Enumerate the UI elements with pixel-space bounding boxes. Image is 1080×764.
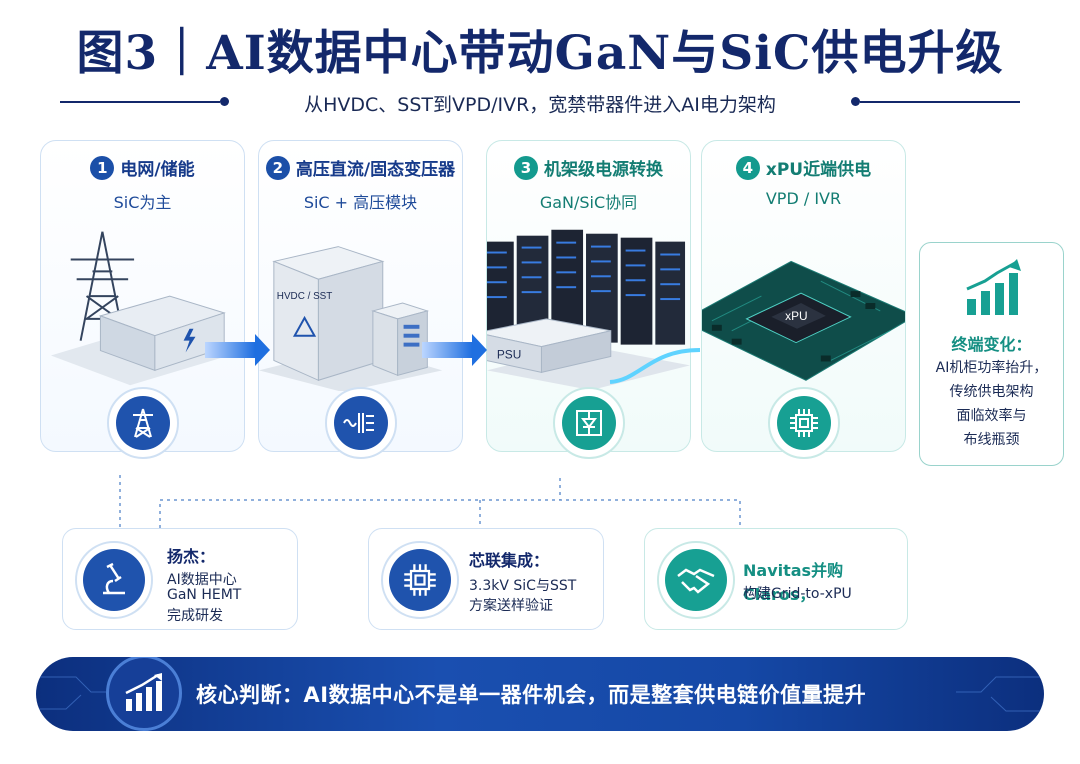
grid-storage-illustration: [50, 231, 230, 386]
note-line: 构建Grid-to-xPU: [743, 586, 852, 602]
stage-subtitle: GaN/SiC协同: [539, 193, 638, 212]
subtitle-right-rule: [860, 101, 1020, 103]
stage-icon-badge: [106, 387, 179, 459]
arrow-3-4: [609, 348, 701, 384]
note-line: 3.3kV SiC与SST: [469, 578, 577, 594]
terminal-change-line: 布线瓶颈: [963, 432, 1020, 448]
stage-subtitle: SiC + 高压模块: [303, 193, 418, 212]
core-judgment-text: 核心判断：AI数据中心不是单一器件机会，而是整套供电链价值量提升: [196, 683, 867, 707]
chip-icon: [404, 564, 436, 596]
core-judgment-banner: 核心判断：AI数据中心不是单一器件机会，而是整套供电链价值量提升: [36, 657, 1044, 731]
bar-growth-icon: [125, 673, 162, 711]
subtitle-right-dot: [851, 97, 860, 106]
hvdc-label: HVDC / SST: [277, 291, 333, 302]
note-line: 方案送样验证: [469, 598, 553, 614]
psu-label: PSU: [497, 347, 521, 361]
subtitle-left-dot: [220, 97, 229, 106]
stage-icon-badge: [552, 387, 625, 459]
stage-panel-rack: 3 机架级电源转换 GaN/SiC协同 PSU: [486, 140, 691, 459]
power-tower-icon: [132, 408, 153, 438]
arrow-2-3: [422, 334, 487, 366]
note-line: AI数据中心: [167, 572, 237, 588]
terminal-change-title: 终端变化：: [951, 335, 1032, 354]
stage-number: 3: [514, 155, 538, 180]
note-xinlian: 芯联集成： 3.3kV SiC与SST 方案送样验证: [368, 528, 604, 630]
terminal-change-card: 终端变化： AI机柜功率抬升， 传统供电架构 面临效率与 布线瓶颈: [919, 242, 1064, 466]
note-line: GaN HEMT: [167, 587, 242, 603]
terminal-change-line: AI机柜功率抬升，: [935, 360, 1048, 376]
terminal-change-line: 传统供电架构: [949, 384, 1034, 400]
terminal-change-line: 面临效率与: [956, 408, 1027, 424]
transformer-icon: [342, 413, 374, 433]
subtitle-row: 从HVDC、SST到VPD/IVR，宽禁带器件进入AI电力架构: [60, 90, 1020, 116]
microscope-icon: [103, 562, 125, 595]
banner-icon-badge: [106, 657, 182, 731]
stage-subtitle: VPD / IVR: [765, 189, 842, 208]
page-subtitle: 从HVDC、SST到VPD/IVR，宽禁带器件进入AI电力架构: [304, 94, 776, 116]
stage-subtitle: SiC为主: [113, 193, 172, 212]
chip-icon: [789, 409, 818, 437]
note-title: Navitas并购Claros，: [743, 561, 844, 604]
arrow-1-2: [205, 334, 270, 366]
stage-number: 1: [90, 155, 115, 180]
stage-title: 电网/储能: [120, 160, 195, 180]
hvdc-sst-illustration: HVDC / SST: [259, 246, 443, 391]
stage-number: 2: [265, 155, 290, 180]
stage-icon-badge: [767, 387, 840, 459]
note-title: 芯联集成：: [469, 551, 550, 570]
note-title: 扬杰：: [167, 547, 216, 566]
stage-number: 4: [735, 155, 760, 180]
note-line: 完成研发: [167, 608, 223, 624]
note-navitas: Navitas并购Claros， 构建Grid-to-xPU: [644, 528, 908, 630]
rack-psu-illustration: PSU: [487, 229, 690, 391]
growth-chart-icon: [966, 259, 1021, 315]
stage-icon-badge: [324, 387, 397, 459]
stage-title: 机架级电源转换: [544, 160, 663, 180]
stage-title: xPU近端供电: [765, 160, 872, 180]
handshake-icon: [677, 568, 715, 594]
note-yangjie: 扬杰： AI数据中心 GaN HEMT 完成研发: [62, 528, 298, 630]
xpu-board-illustration: xPU: [702, 260, 905, 381]
page-title: 图3｜AI数据中心带动GaN与SiC供电升级: [76, 26, 1004, 81]
stage-title: 高压直流/固态变压器: [295, 160, 456, 180]
banner-circuit-lines: [36, 676, 1044, 712]
converter-icon: [575, 410, 602, 436]
subtitle-left-rule: [60, 101, 220, 103]
xpu-label: xPU: [785, 309, 807, 323]
